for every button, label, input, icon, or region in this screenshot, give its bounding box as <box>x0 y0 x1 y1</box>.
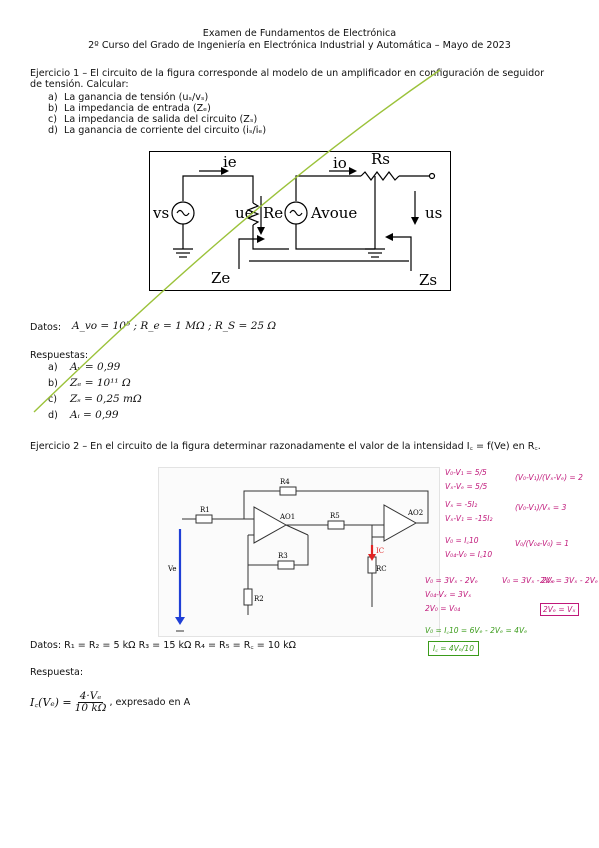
label-r4: R4 <box>280 478 290 486</box>
note-line-6: V₀₄-V₀ = I꜀10 <box>445 550 493 559</box>
item-c-label: c) <box>48 114 58 125</box>
item-d-text: La ganancia de corriente del circuito (i… <box>64 125 267 136</box>
item-c-text: La impedancia de salida del circuito (Zₛ… <box>64 114 258 125</box>
note-margin-3: V₀/(V₀₄-V₀) = 1 <box>515 539 570 548</box>
answer-fraction: 4·Vₑ 10 kΩ <box>75 691 107 714</box>
item-a-text: La ganancia de tensión (uₛ/vₛ) <box>64 92 209 103</box>
answer-c-text: Zₛ = 0,25 mΩ <box>70 393 142 405</box>
label-ic: IC <box>376 547 384 555</box>
ex1-datos-label: Datos: <box>30 322 62 333</box>
item-b-label: b) <box>48 103 58 114</box>
label-re: Re <box>263 204 283 222</box>
exam-title: Examen de Fundamentos de Electrónica <box>202 28 397 39</box>
ex2-datos: Datos: R₁ = R₂ = 5 kΩ R₃ = 15 kΩ R₄ = R₅… <box>30 640 296 651</box>
label-ue: ue <box>235 204 254 222</box>
label-r2: R2 <box>254 595 264 603</box>
item-a-label: a) <box>48 92 58 103</box>
note-line-3: Vₓ = -5I₂ <box>445 500 478 509</box>
label-ve: Ve <box>167 565 177 573</box>
answer-a-label: a) <box>48 362 58 373</box>
note-margin-6: 2Vₑ = Vₓ <box>540 603 579 616</box>
answer-d-text: Aᵢ = 0,99 <box>70 409 119 421</box>
note-line-2: Vₓ-Vₑ = 5/5 <box>445 482 488 491</box>
answer-c-label: c) <box>48 394 58 405</box>
ex2-circuit-diagram: R1 R4 R3 R2 R5 RC AO1 AO2 Ve IC <box>158 467 440 637</box>
note-line-10: V₀ = I꜀10 = 6Vₑ - 2Vₑ = 4Vₑ <box>425 626 528 635</box>
note-line-1: V₀-V₁ = 5/5 <box>445 468 487 477</box>
ex2-answer-formula: I꜀(Vₑ) = 4·Vₑ 10 kΩ , expresado en A <box>30 691 190 714</box>
ex1-datos: A_vo = 10⁵ ; R_e = 1 MΩ ; R_S = 25 Ω <box>72 320 277 332</box>
label-vs: vs <box>152 204 169 222</box>
note-margin-2: (V₀-V₁)/Vₓ = 3 <box>515 503 567 512</box>
label-zs: Zs <box>419 271 437 289</box>
note-margin-4: V₀ = 3Vₓ - 2Vₑ <box>502 576 555 585</box>
label-source: Avoue <box>310 204 357 222</box>
answer-d-label: d) <box>48 410 58 421</box>
ex2-intro: Ejercicio 2 – En el circuito de la figur… <box>30 441 541 452</box>
note-line-9: 2V₀ = V₀₄ <box>425 604 461 613</box>
label-ao2: AO2 <box>407 509 423 517</box>
note-margin-1: (V₀-V₁)/(Vₓ-Vₑ) = 2 <box>515 473 583 482</box>
note-line-8: V₀₄-Vₓ = 3Vₓ <box>425 590 472 599</box>
answer-units: , expresado en A <box>109 697 191 708</box>
note-line-4: Vₓ-V₁ = -15I₂ <box>445 514 493 523</box>
answer-b-label: b) <box>48 378 58 389</box>
answer-denominator: 10 kΩ <box>74 702 107 714</box>
answer-numerator: 4·Vₑ <box>77 690 104 703</box>
note-line-5: V₀ = I꜀10 <box>445 536 479 545</box>
label-rc: RC <box>376 565 387 573</box>
item-b-text: La impedancia de entrada (Zₑ) <box>64 103 211 114</box>
label-io: io <box>333 154 347 172</box>
answer-lhs: I꜀(Vₑ) = <box>30 696 72 709</box>
label-rs: Rs <box>371 151 390 168</box>
ex1-intro-line1: Ejercicio 1 – El circuito de la figura c… <box>30 68 545 79</box>
item-d-label: d) <box>48 125 58 136</box>
ex1-intro-line2: de tensión. Calcular: <box>30 79 129 90</box>
answer-b-text: Zₑ = 10¹¹ Ω <box>70 377 131 389</box>
label-ie: ie <box>223 153 237 171</box>
exam-subtitle: 2º Curso del Grado de Ingeniería en Elec… <box>88 40 511 51</box>
answer-a-text: Aᵥ = 0,99 <box>70 361 121 373</box>
label-r1: R1 <box>200 506 210 514</box>
label-us: us <box>425 204 442 222</box>
note-line-11: I꜀ = 4Vₑ/10 <box>428 641 479 656</box>
label-r5: R5 <box>330 512 340 520</box>
label-r3: R3 <box>278 552 288 560</box>
label-ao1: AO1 <box>279 513 295 521</box>
note-margin-5: 2Vₓ = 3Vₓ - 2Vₑ <box>540 576 599 585</box>
note-line-7: V₀ = 3Vₓ - 2Vₑ <box>425 576 478 585</box>
ex2-respuesta-label: Respuesta: <box>30 667 84 678</box>
label-ze: Ze <box>211 269 230 287</box>
ex1-respuestas-label: Respuestas: <box>30 350 89 361</box>
